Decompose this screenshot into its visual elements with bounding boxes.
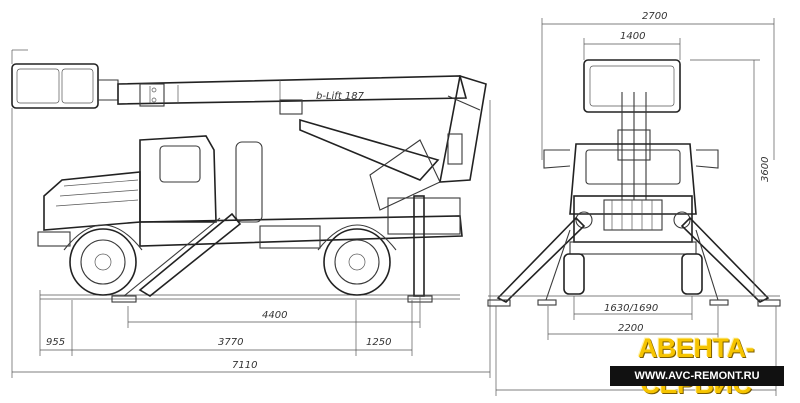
dim-body-width: 2200 xyxy=(618,323,643,334)
front-view: 2700 1400 xyxy=(487,11,781,396)
dim-outrigger-span-side: 4400 xyxy=(262,310,287,321)
side-view: b-Lift 187 xyxy=(11,49,491,378)
basket xyxy=(11,63,99,109)
front-wheel xyxy=(69,228,137,296)
boom-label: b-Lift 187 xyxy=(316,91,365,102)
dim-front-overhang: 1250 xyxy=(366,337,391,348)
basket-front xyxy=(583,59,681,113)
boom xyxy=(117,75,468,105)
truck-cab xyxy=(139,135,217,223)
dim-wheelbase: 3770 xyxy=(218,337,243,348)
dim-rear-overhang: 955 xyxy=(46,337,65,348)
cab-front xyxy=(569,143,697,215)
dim-platform-width: 1400 xyxy=(620,31,645,42)
brand-website[interactable]: WWW.AVC-REMONT.RU xyxy=(610,366,784,386)
dim-height: 3600 xyxy=(760,157,771,182)
rear-wheel xyxy=(323,228,391,296)
brand-logo: АВЕНТА-СЕРВИС xyxy=(637,333,755,399)
dim-track: 1630/1690 xyxy=(604,303,658,314)
dim-total-width-top: 2700 xyxy=(642,11,667,22)
dim-total-length: 7110 xyxy=(232,360,257,371)
